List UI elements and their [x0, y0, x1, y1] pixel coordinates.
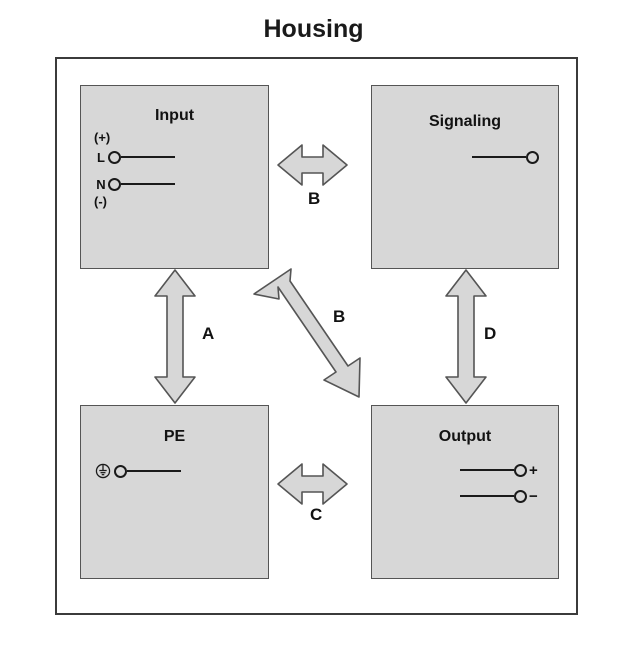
arrow-c-double-horizontal-icon — [277, 463, 348, 505]
circle-terminal-icon — [514, 489, 527, 503]
arrow-b-diagonal-label: B — [333, 307, 346, 326]
lead-line-icon — [121, 183, 175, 185]
protective-earth-icon — [95, 463, 111, 479]
diagram-title: Housing — [263, 15, 364, 43]
arrow-d-label: D — [484, 324, 497, 343]
lead-line-icon — [127, 470, 181, 472]
signaling-terminal[interactable] — [472, 148, 539, 166]
lead-line-icon — [472, 156, 526, 158]
block-signaling-label: Signaling — [429, 113, 501, 130]
arrow-b-top-double-horizontal-icon — [277, 144, 348, 186]
block-output-label: Output — [438, 428, 492, 445]
lead-line-icon — [121, 156, 175, 158]
circle-terminal-icon — [108, 177, 121, 191]
arrow-a-double-vertical-icon — [154, 269, 196, 404]
output-terminal-negative-label: − — [529, 487, 538, 505]
circle-terminal-icon — [526, 150, 539, 164]
lead-line-icon — [460, 495, 514, 497]
arrow-d-double-vertical-icon — [445, 269, 487, 404]
pe-terminal[interactable] — [95, 462, 181, 480]
output-terminal-positive[interactable]: + — [460, 461, 538, 479]
arrow-a-label: A — [202, 324, 215, 343]
output-terminal-positive-label: + — [529, 461, 538, 479]
input-terminal-n[interactable]: N — [94, 175, 175, 193]
block-pe[interactable]: PE — [80, 405, 269, 579]
block-signaling[interactable]: Signaling — [371, 85, 559, 269]
input-terminal-l[interactable]: L — [94, 148, 175, 166]
arrow-c-label: C — [310, 505, 323, 524]
block-output[interactable]: Output + − — [371, 405, 559, 579]
output-terminal-negative[interactable]: − — [460, 487, 538, 505]
arrow-b-top-label: B — [308, 189, 321, 208]
input-polarity-negative: (-) — [94, 194, 107, 209]
input-terminal-l-label: L — [97, 149, 105, 165]
input-terminal-n-label: N — [96, 176, 106, 192]
block-pe-label: PE — [163, 428, 186, 445]
arrow-b-diagonal-double-icon — [253, 268, 361, 398]
circle-terminal-icon — [514, 463, 527, 477]
lead-line-icon — [460, 469, 514, 471]
block-input-label: Input — [154, 107, 195, 124]
input-polarity-positive: (+) — [94, 130, 111, 145]
block-input[interactable]: Input (+) L N (-) — [80, 85, 269, 269]
circle-terminal-icon — [114, 464, 127, 478]
circle-terminal-icon — [108, 150, 121, 164]
